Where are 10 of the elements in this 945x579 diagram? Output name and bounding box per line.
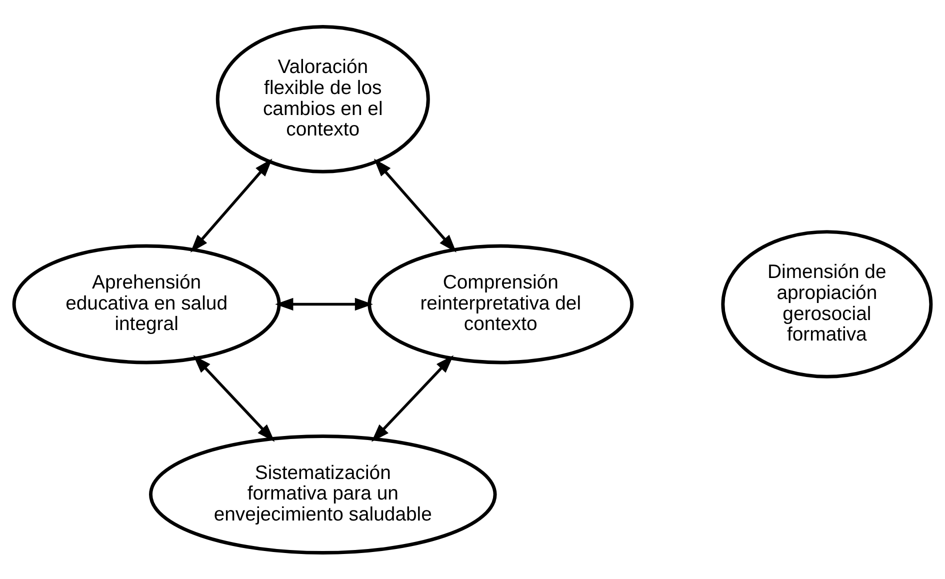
node-ellipse: Sistematización formativa para un envejecimiento saludable <box>149 434 497 554</box>
arrow <box>374 158 456 253</box>
arrow <box>275 298 373 311</box>
node-ellipse: Comprensión reinterpretativa del contexto <box>368 244 634 364</box>
node-ellipse: Dimensión de apropiación gerosocial formativa <box>721 230 933 378</box>
node-ellipse: Aprehensión educativa en salud integral <box>12 244 281 364</box>
arrow <box>371 355 454 442</box>
arrow <box>190 158 272 253</box>
arrow <box>193 355 275 442</box>
node-ellipse: Valoración flexible de los cambios en el contexto <box>216 25 430 174</box>
